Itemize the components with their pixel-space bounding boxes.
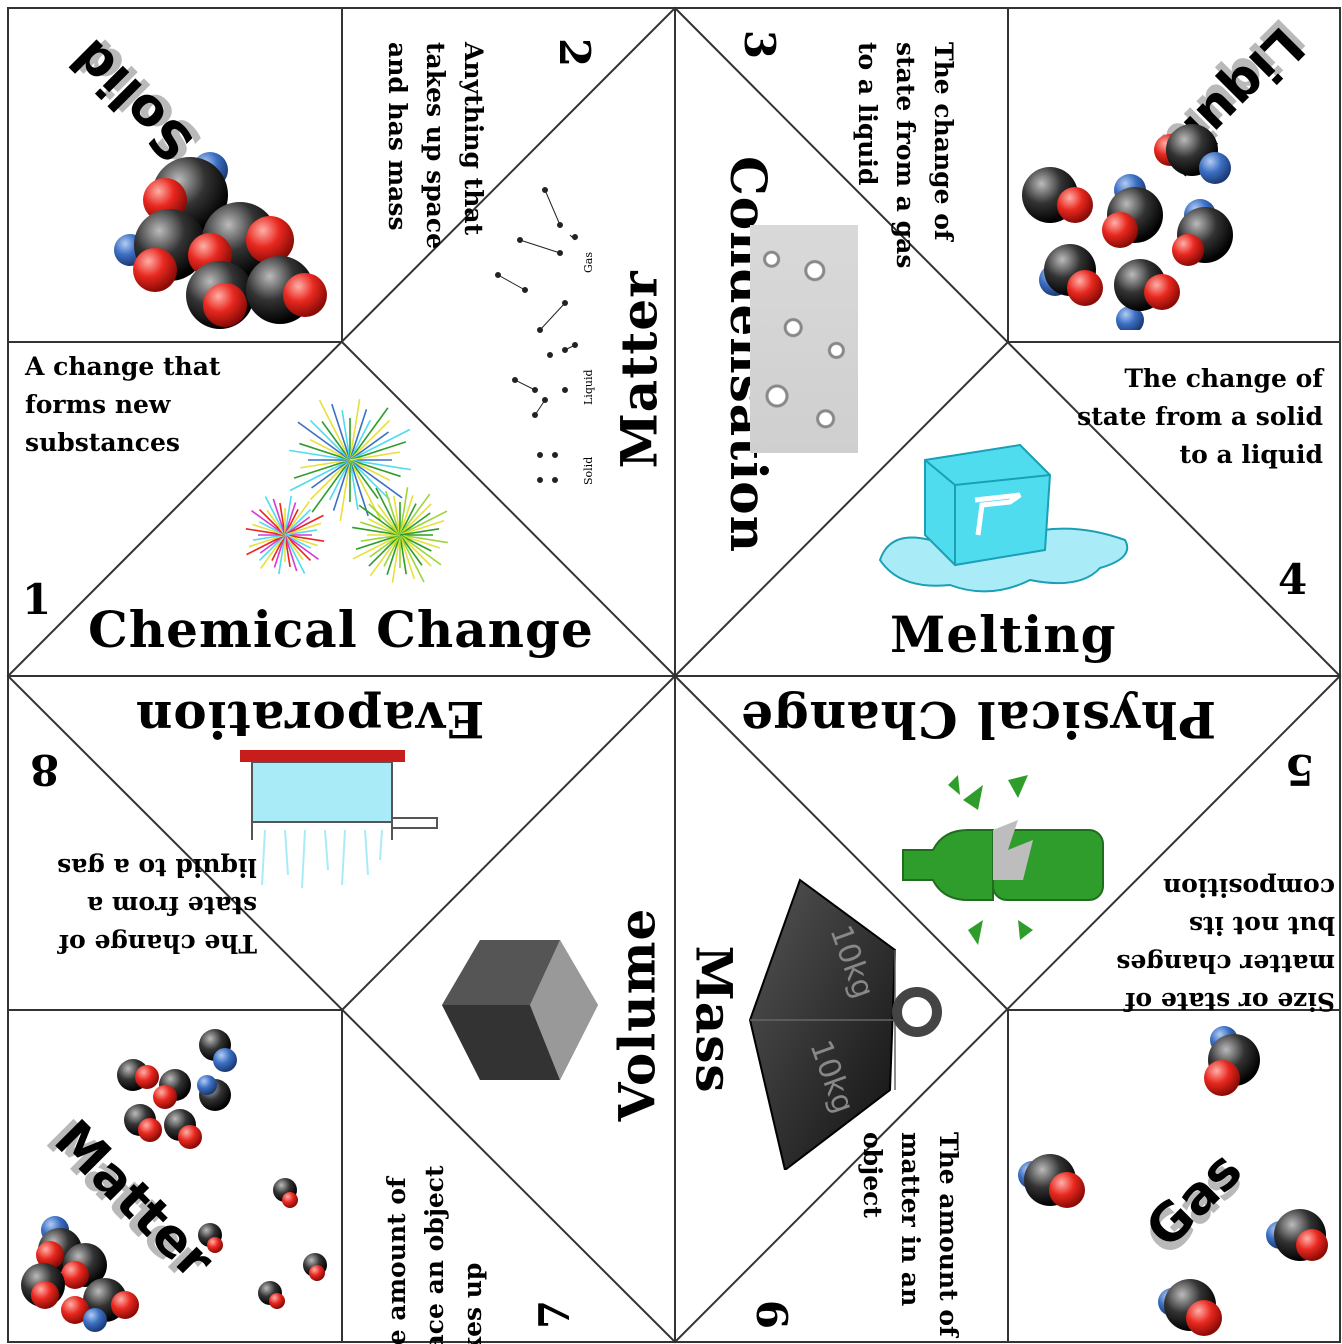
states-diagram-icon: Gas Liquid Solid <box>495 187 595 485</box>
broken-bottle-icon <box>902 775 1104 945</box>
matter-definition: Anything that takes up space and has mas… <box>383 42 488 249</box>
volume-term: Volume <box>607 907 667 1122</box>
gas-molecules-icon <box>1018 1026 1328 1336</box>
diagram-label-solid: Solid <box>582 457 595 485</box>
melting-term: Melting <box>890 605 1117 664</box>
evaporation-definition: The change of state from a liquid to a g… <box>57 853 257 958</box>
physical-change-term: Physical Change <box>740 690 1217 749</box>
matter-molecules-icon <box>21 1029 327 1332</box>
flap-number-1: 1 <box>22 575 52 624</box>
liquid-molecules-icon <box>1022 124 1233 330</box>
droplets-photo-icon <box>750 225 858 453</box>
flap-number-2: 2 <box>550 37 600 68</box>
chemical-change-term: Chemical Change <box>88 600 594 659</box>
fireworks-icon <box>245 399 448 583</box>
evaporating-pot-icon <box>240 750 438 889</box>
chemical-change-definition: A change that forms new substances <box>25 352 221 457</box>
physical-change-definition: Size or state of matter changes but not … <box>1116 873 1335 1016</box>
evaporation-term: Evaporation <box>135 690 485 749</box>
flap-number-5: 5 <box>1285 745 1315 794</box>
weight-icon: 10kg 10kg <box>748 878 942 1170</box>
matter-term: Matter <box>609 270 669 469</box>
flap-number-6: 6 <box>747 1299 797 1330</box>
ice-cube-icon <box>878 443 1129 593</box>
flap-number-7: 7 <box>530 1299 580 1330</box>
volume-definition: The amount of space an object takes up <box>382 1165 487 1344</box>
mass-term: Mass <box>684 945 744 1094</box>
diagram-label-liquid: Liquid <box>582 369 595 405</box>
flap-number-8: 8 <box>30 745 60 794</box>
flap-number-4: 4 <box>1278 555 1308 604</box>
flap-number-3: 3 <box>735 29 785 60</box>
diagram-label-gas: Gas <box>582 252 595 273</box>
condensation-definition: The change of state from a gas to a liqu… <box>853 42 958 269</box>
melting-definition: The change of state from a solid to a li… <box>1077 364 1323 469</box>
solid-molecules-icon <box>114 152 327 329</box>
cube-icon <box>442 940 598 1080</box>
